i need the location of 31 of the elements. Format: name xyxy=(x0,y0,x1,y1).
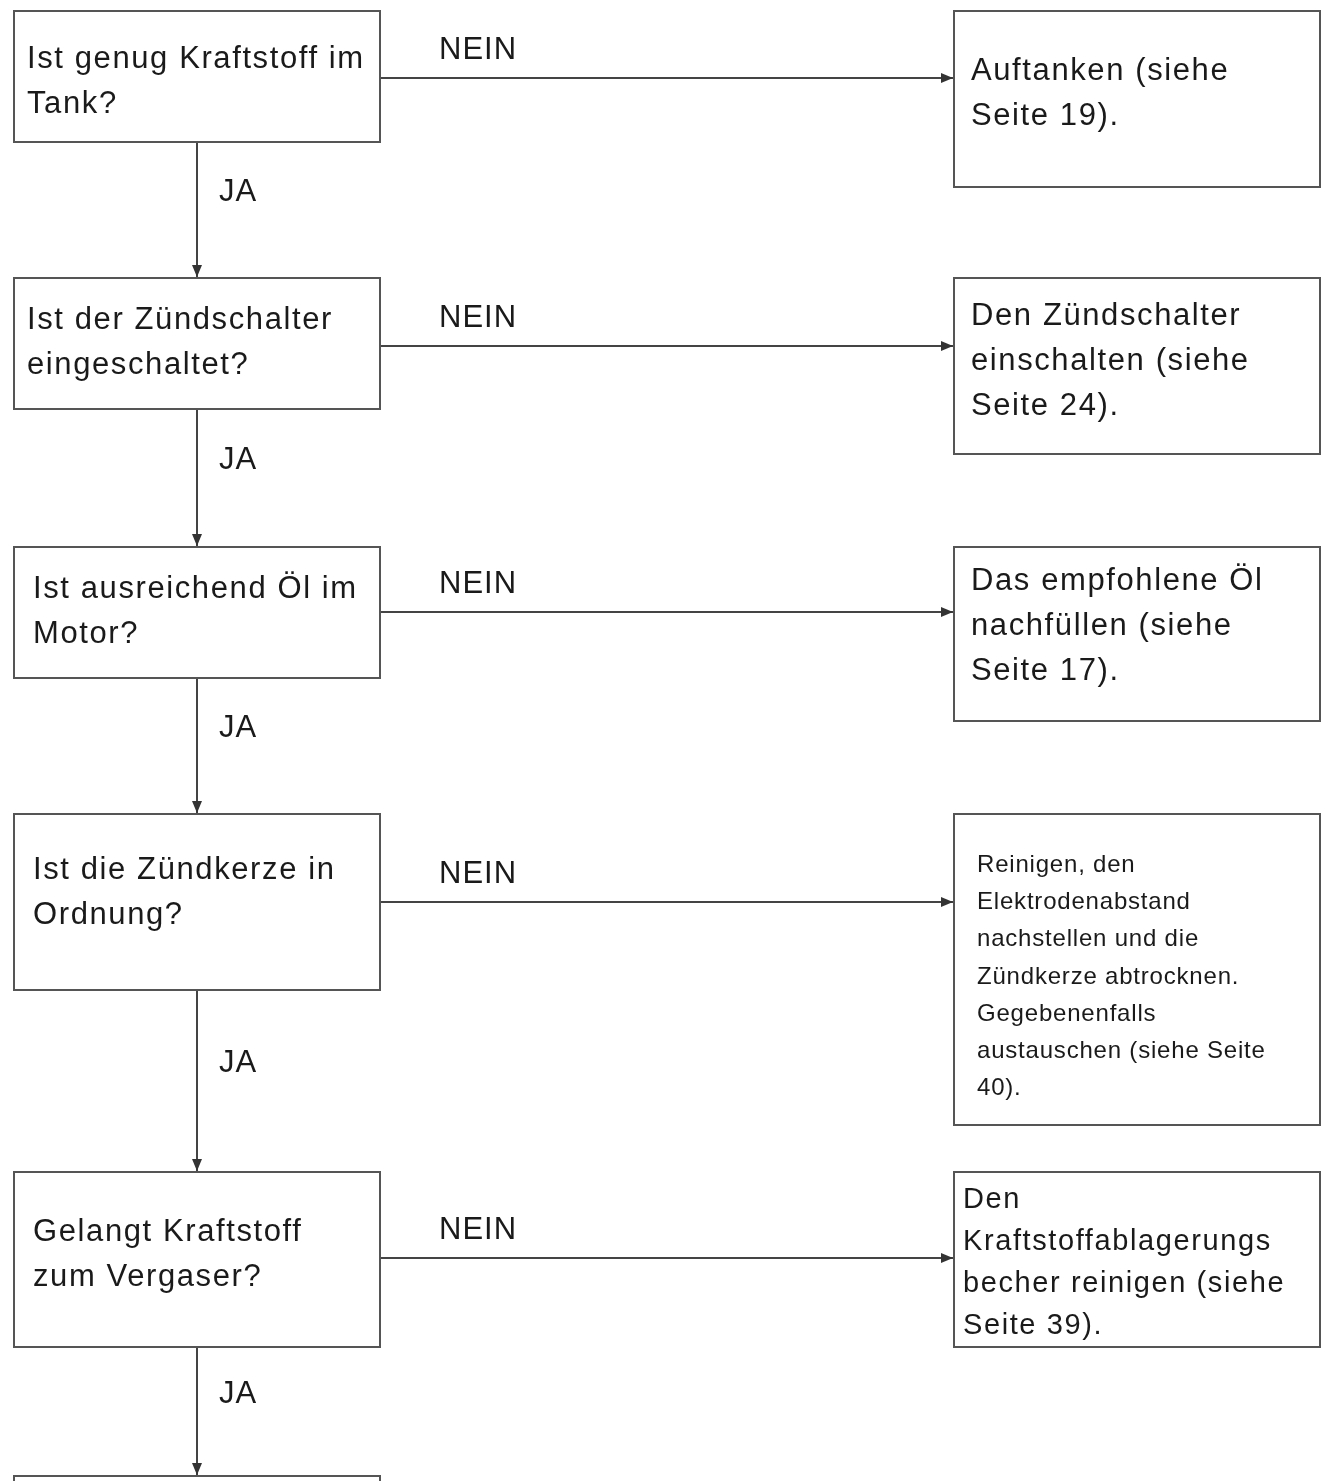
arrow xyxy=(380,607,954,617)
box-text: Das empfohlene Öl nachfüllen (siehe Seite 17). xyxy=(971,561,1265,689)
box-text: Ist ausreichend Öl im Motor? xyxy=(33,569,359,652)
box-text: Ist genug Kraftstoff im Tank? xyxy=(27,39,366,122)
process-box xyxy=(13,277,381,410)
arrow xyxy=(380,897,954,907)
arrow xyxy=(380,73,954,83)
process-box xyxy=(953,277,1321,455)
process-box xyxy=(953,10,1321,188)
arrow xyxy=(192,409,202,547)
arrow xyxy=(192,678,202,814)
box-text: Den Zündschalter einschalten (siehe Seite 24). xyxy=(971,296,1251,424)
process-box xyxy=(13,1171,381,1348)
box xyxy=(13,1475,381,1481)
process-box xyxy=(13,813,381,991)
box-text: Ist die Zündkerze in Ordnung? xyxy=(33,850,337,933)
box-text: Auftanken (siehe Seite 19). xyxy=(971,51,1231,134)
process-box xyxy=(953,546,1321,722)
arrow xyxy=(380,341,954,351)
arrow xyxy=(192,990,202,1172)
process-box xyxy=(13,546,381,679)
arrow xyxy=(192,1347,202,1476)
process-box xyxy=(13,10,381,143)
process-box xyxy=(953,1171,1321,1348)
box-text: Reinigen, den Elektrodenabstand nachstellen und die Zündkerze abtrocknen. Gegebenenfalls austauschen (siehe Seite 40). xyxy=(977,849,1267,1103)
box-text: Ist der Zündschalter eingeschaltet? xyxy=(27,300,334,383)
box-text: Den Kraftstoffablagerungs becher reinigen (siehe Seite 39). xyxy=(963,1181,1287,1343)
arrow xyxy=(192,142,202,278)
process-box xyxy=(953,813,1321,1126)
arrow xyxy=(380,1253,954,1263)
box-text: Gelangt Kraftstoff zum Vergaser? xyxy=(33,1212,304,1295)
